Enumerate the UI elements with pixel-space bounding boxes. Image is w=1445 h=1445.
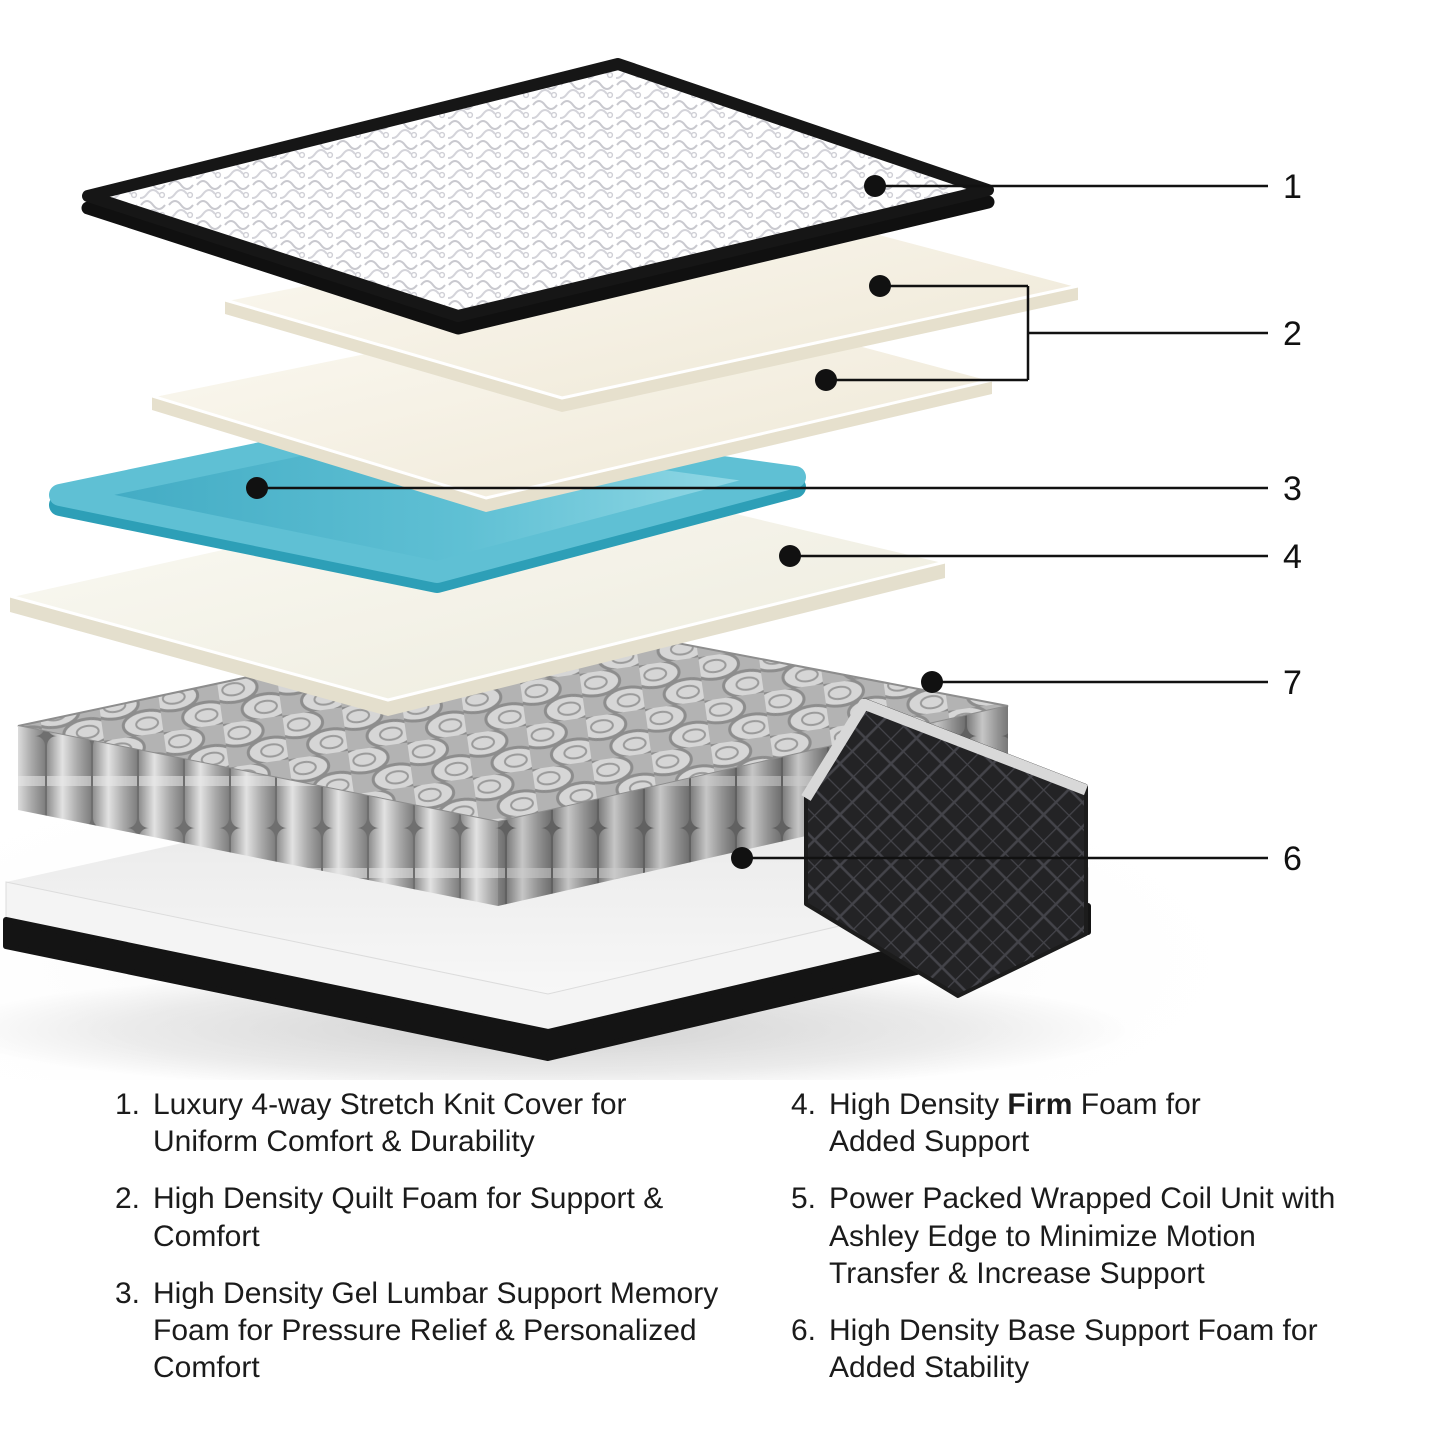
callout-number-3: 3 <box>1283 470 1302 508</box>
legend-item-text: High Density Gel Lumbar Support Memory F… <box>153 1276 719 1385</box>
legend-item-text: Power Packed Wrapped Coil Unit with Ashl… <box>829 1182 1336 1290</box>
legend-item-number: 2. <box>115 1182 141 1216</box>
edge-fabric-corner <box>801 698 1088 998</box>
legend-item-5: 5. Power Packed Wrapped Coil Unit with A… <box>791 1180 1391 1292</box>
legend-item-text: Luxury 4-way Stretch Knit Cover for Unif… <box>153 1088 627 1159</box>
legend-item-number: 6. <box>791 1313 817 1347</box>
legend-right-column: 4. High Density Firm Foam for Added Supp… <box>791 1086 1391 1386</box>
legend-item-2: 2. High Density Quilt Foam for Support &… <box>115 1180 763 1254</box>
callout-number-6: 6 <box>1283 840 1302 878</box>
callout-dots <box>246 175 943 869</box>
legend-left-column: 1. Luxury 4-way Stretch Knit Cover for U… <box>115 1086 763 1386</box>
legend-item-1: 1. Luxury 4-way Stretch Knit Cover for U… <box>115 1086 763 1160</box>
legend-item-text: High Density Quilt Foam for Support & Co… <box>153 1182 664 1253</box>
legend-item-number: 5. <box>791 1182 817 1216</box>
callout-number-1: 1 <box>1283 168 1302 206</box>
layer-knit-cover <box>81 58 995 335</box>
legend-item-3: 3. High Density Gel Lumbar Support Memor… <box>115 1275 763 1387</box>
legend-item-number: 1. <box>115 1088 141 1121</box>
callout-number-4: 4 <box>1283 538 1302 576</box>
callout-number-7: 7 <box>1283 664 1302 702</box>
legend-item-4: 4. High Density Firm Foam for Added Supp… <box>791 1086 1391 1160</box>
legend-item-number: 4. <box>791 1088 817 1121</box>
callout-number-2: 2 <box>1283 315 1302 353</box>
bold-firm: Firm <box>1007 1088 1073 1121</box>
mattress-exploded-diagram: 1 2 3 4 7 6 <box>0 58 1325 1080</box>
callout-numbers: 1 2 3 4 7 6 <box>1283 168 1302 878</box>
legend-item-6: 6. High Density Base Support Foam for Ad… <box>791 1312 1391 1386</box>
legend-item-text: High Density Firm Foam for Added Support <box>829 1088 1201 1159</box>
callout-lines <box>257 184 1268 860</box>
legend-item-text: High Density Base Support Foam for Added… <box>829 1313 1318 1385</box>
legend: 1. Luxury 4-way Stretch Knit Cover for U… <box>115 1086 1391 1386</box>
legend-item-number: 3. <box>115 1276 141 1310</box>
